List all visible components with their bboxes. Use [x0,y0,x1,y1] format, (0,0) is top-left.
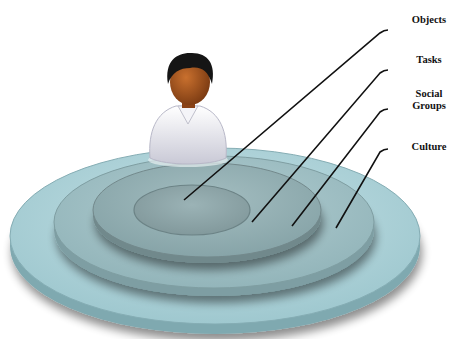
tasks-ring [93,163,321,257]
leader-line [336,149,388,228]
person-body [150,106,227,164]
leader-line [184,30,388,200]
person-collar [178,106,198,124]
leader-line [252,70,388,222]
social-groups-ring [54,156,374,288]
leader-lines [184,30,388,228]
person-hair [167,53,213,84]
ring-label: Culture [400,141,458,153]
ring-label: Objects [400,14,458,26]
ring-label: Social Groups [400,88,458,112]
ring-label: Tasks [400,54,458,66]
leader-line [292,109,388,226]
